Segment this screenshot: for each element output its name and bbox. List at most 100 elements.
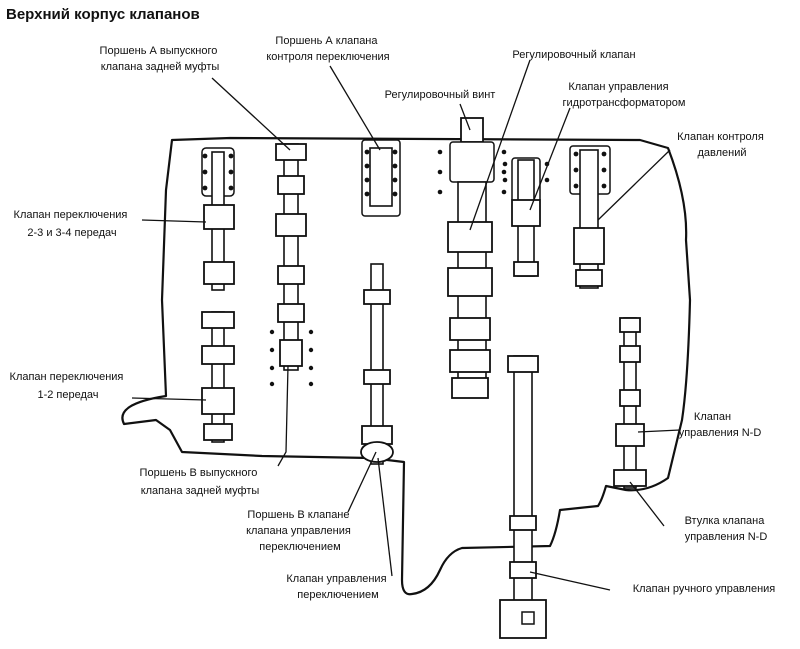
bore-dot [228, 169, 234, 175]
label-shift-valve-23-34: Клапан переключения 2-3 и 3-4 передач [14, 209, 131, 239]
leader-nd-control-valve [637, 429, 681, 433]
screw-housing [449, 141, 495, 183]
regulating-screw [460, 117, 484, 143]
valve-spool [619, 345, 641, 363]
valve-spool [509, 515, 537, 531]
label-rear-clutch-piston-a: Поршень А выпускного клапана задней муфт… [100, 45, 221, 73]
label-shift-control-piston-b: Поршень В клапане клапана управления пер… [246, 509, 354, 553]
leader-shift-valve-12 [131, 397, 207, 401]
bore-dot [308, 329, 314, 335]
bore-dot [501, 149, 507, 155]
valve-stem [370, 263, 384, 465]
bore-dot [573, 151, 579, 157]
leader-shift-control-piston-b [347, 451, 377, 513]
bore-dot [392, 177, 398, 183]
bore-dot [573, 167, 579, 173]
valve-spool [363, 289, 391, 305]
valve-end-cap [360, 441, 394, 463]
valve-spool [203, 204, 235, 230]
leader-shift-control-valve [377, 457, 393, 577]
manual-control-valve [499, 355, 547, 639]
leader-torque-converter-valve [529, 107, 571, 211]
bore-dot [228, 153, 234, 159]
leader-shift-control-piston-a [329, 65, 381, 151]
bore-dot [392, 191, 398, 197]
bore-dot [437, 149, 443, 155]
label-rear-clutch-piston-b: Поршень В выпускного клапана задней муфт… [140, 467, 261, 497]
leader-rear-clutch-piston-a [211, 77, 291, 151]
bore-dot [437, 169, 443, 175]
bore-dot [202, 185, 208, 191]
bore-dot [544, 177, 550, 183]
valve-spool [513, 261, 539, 277]
valve-spool [277, 175, 305, 195]
valve-spool [511, 199, 541, 227]
valve-spool [277, 265, 305, 285]
leader-regulating-screw [459, 103, 471, 131]
label-shift-control-piston-a: Поршень А клапана контроля переключения [266, 35, 389, 63]
valve-spool [447, 267, 493, 297]
bore-dot [601, 151, 607, 157]
regulating-valve [437, 117, 507, 399]
leader-shift-valve-23-34 [141, 219, 207, 223]
bore-dot [364, 149, 370, 155]
leader-nd-valve-sleeve [629, 481, 665, 527]
manual-valve-slot [521, 611, 535, 625]
bore-dot [269, 365, 275, 371]
bore-dot [437, 189, 443, 195]
valve-spool [619, 389, 641, 407]
piston-a [275, 143, 307, 161]
bore-dot [601, 183, 607, 189]
label-regulating-screw: Регулировочный винт [385, 89, 496, 101]
bore-dot [392, 149, 398, 155]
valve-spool [449, 317, 491, 341]
valve-spool [509, 561, 537, 579]
leader-lines [131, 59, 681, 591]
bore-dot [573, 183, 579, 189]
valve-spool [275, 213, 307, 237]
nd-valve-sleeve [613, 469, 647, 487]
bore-dot [502, 161, 508, 167]
label-shift-control-valve: Клапан управления переключением [286, 573, 389, 601]
bore-dot [228, 185, 234, 191]
label-nd-control-valve: Клапан управления N-D [679, 411, 762, 439]
bore-dot [502, 177, 508, 183]
label-pressure-control-valve: Клапан контроля давлений [677, 131, 767, 159]
valve-spool [507, 355, 539, 373]
leader-pressure-control-valve [597, 149, 671, 221]
shift-valve-12 [201, 311, 235, 443]
shift-control-piston-a [361, 139, 401, 217]
shift-control-valve [360, 263, 394, 465]
leader-manual-valve [529, 571, 611, 591]
nd-control-valve [613, 317, 647, 489]
bore-dot [308, 347, 314, 353]
valve-spool [201, 387, 235, 415]
bore-dot [364, 191, 370, 197]
bore-dot [269, 381, 275, 387]
valve-spool [619, 317, 641, 333]
valve-spool [201, 311, 235, 329]
bore-dot [364, 177, 370, 183]
piston-body [369, 147, 393, 207]
bore-dot [501, 169, 507, 175]
valve-spool [277, 303, 305, 323]
label-regulating-valve: Регулировочный клапан [512, 49, 635, 61]
manual-valve-end [499, 599, 547, 639]
bore-dot [601, 167, 607, 173]
bore-dot [269, 329, 275, 335]
valve-spool [201, 345, 235, 365]
valve-spool [575, 269, 603, 287]
valve-spool [573, 227, 605, 265]
valve-spool [363, 369, 391, 385]
label-nd-valve-sleeve: Втулка клапана управления N-D [685, 515, 768, 543]
piston-b [279, 339, 303, 367]
label-shift-valve-12: Клапан переключения 1-2 передач [10, 371, 127, 401]
valve-stem [579, 149, 599, 289]
leader-regulating-valve [469, 59, 531, 231]
bore-dot [202, 169, 208, 175]
label-torque-converter-valve: Клапан управления гидротрансформатором [563, 81, 686, 109]
bore-dot [364, 163, 370, 169]
torque-converter-control-valve [502, 157, 550, 277]
